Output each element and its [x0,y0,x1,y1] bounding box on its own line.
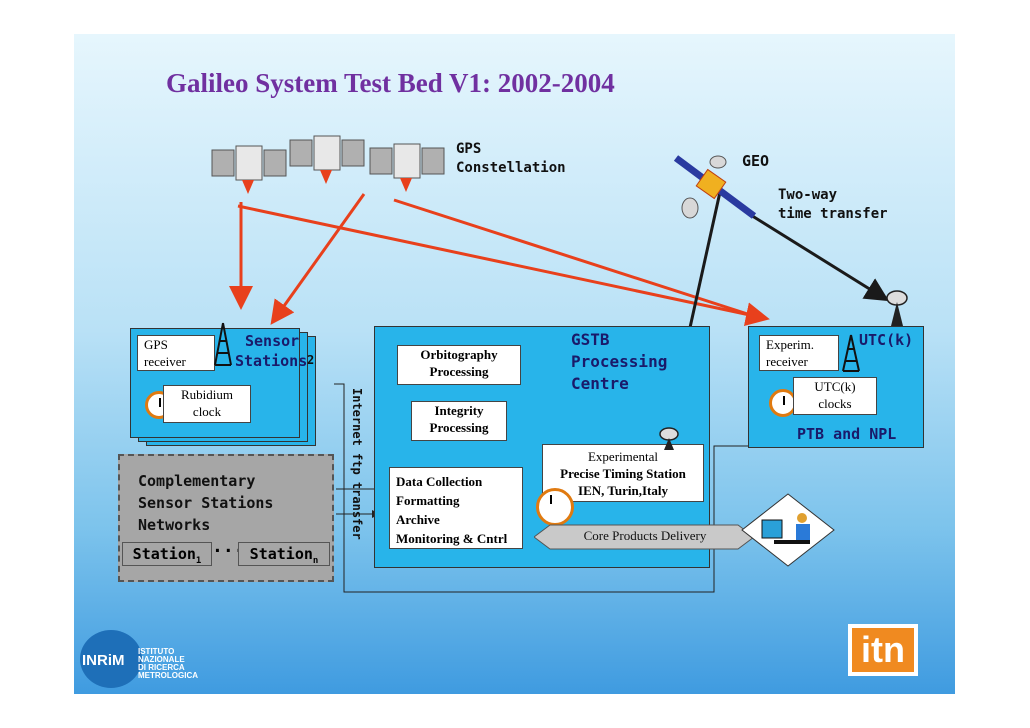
core-products-label: Core Products Delivery [583,528,707,543]
two-way-label: Two-way time transfer [778,187,888,222]
dish-antenna-icon [659,427,679,450]
geo-satellite-icon [673,155,757,219]
gps-satellites-icon [211,135,445,194]
geo-to-utc-arrow [745,210,890,302]
antenna-tower-icon [214,322,232,366]
inrim-logo-circle: INRiM [80,630,142,688]
itn-logo-box: itn [848,624,918,676]
geo-label: GEO [742,152,770,170]
timing-clock-icon [536,488,574,526]
orbitography-box: Orbitography Processing [397,345,521,385]
experimental-station-box: Experimental Precise Timing Station IEN,… [542,444,704,502]
sensor-stations-title: Sensor Stations [235,332,308,370]
utck-box: Experim. receiver UTC(k) UTC(k) clocks P… [748,326,924,448]
complementary-label: Complementary Sensor Stations Networks [138,472,274,534]
gps-receiver-box: GPS receiver [137,335,215,371]
internet-ftp-label: Internet ftp transfer [350,388,364,540]
gps-constellation-label: GPS Constellation [456,141,566,176]
sensor-stack-marker: 2 [307,353,315,367]
core-products-arrow [534,524,755,550]
ptb-npl-label: PTB and NPL [797,425,897,443]
sat-link-arrow-1 [237,204,770,326]
utck-antenna-tower-icon [842,334,860,372]
data-collection-box: Data Collection Formatting Archive Monit… [389,467,523,549]
experim-receiver-box: Experim. receiver [759,335,839,371]
inrim-text: ISTITUTO NAZIONALE DI RICERCA METROLOGIC… [138,647,198,680]
station-dots: ... [212,536,245,557]
gstb-title: GSTB Processing Centre [571,330,668,393]
station-1-box: Station1 [122,542,212,566]
operator-workstation-icon [741,493,835,567]
utck-dish-antenna-icon [886,290,908,326]
itn-logo: itn [852,628,914,672]
utck-clocks-box: UTC(k) clocks [793,377,877,415]
complementary-networks-box: Complementary Sensor Stations Networks S… [118,454,334,582]
sat-link-arrow-3 [393,198,761,320]
slide-title: Galileo System Test Bed V1: 2002-2004 [166,68,615,98]
integrity-box: Integrity Processing [411,401,507,441]
diagram-arrows [229,191,890,593]
utck-title: UTC(k) [859,331,914,349]
rubidium-clock-box: Rubidium clock [163,385,251,423]
sensor-stations-box: GPS receiver Sensor Stations 2 Rubidium … [130,322,314,438]
slide: Galileo System Test Bed V1: 2002-2004 GP… [74,34,955,694]
station-n-box: Stationn [238,542,330,566]
inrim-logo: INRiM [82,652,125,669]
sat-link-arrow-2 [270,193,366,325]
